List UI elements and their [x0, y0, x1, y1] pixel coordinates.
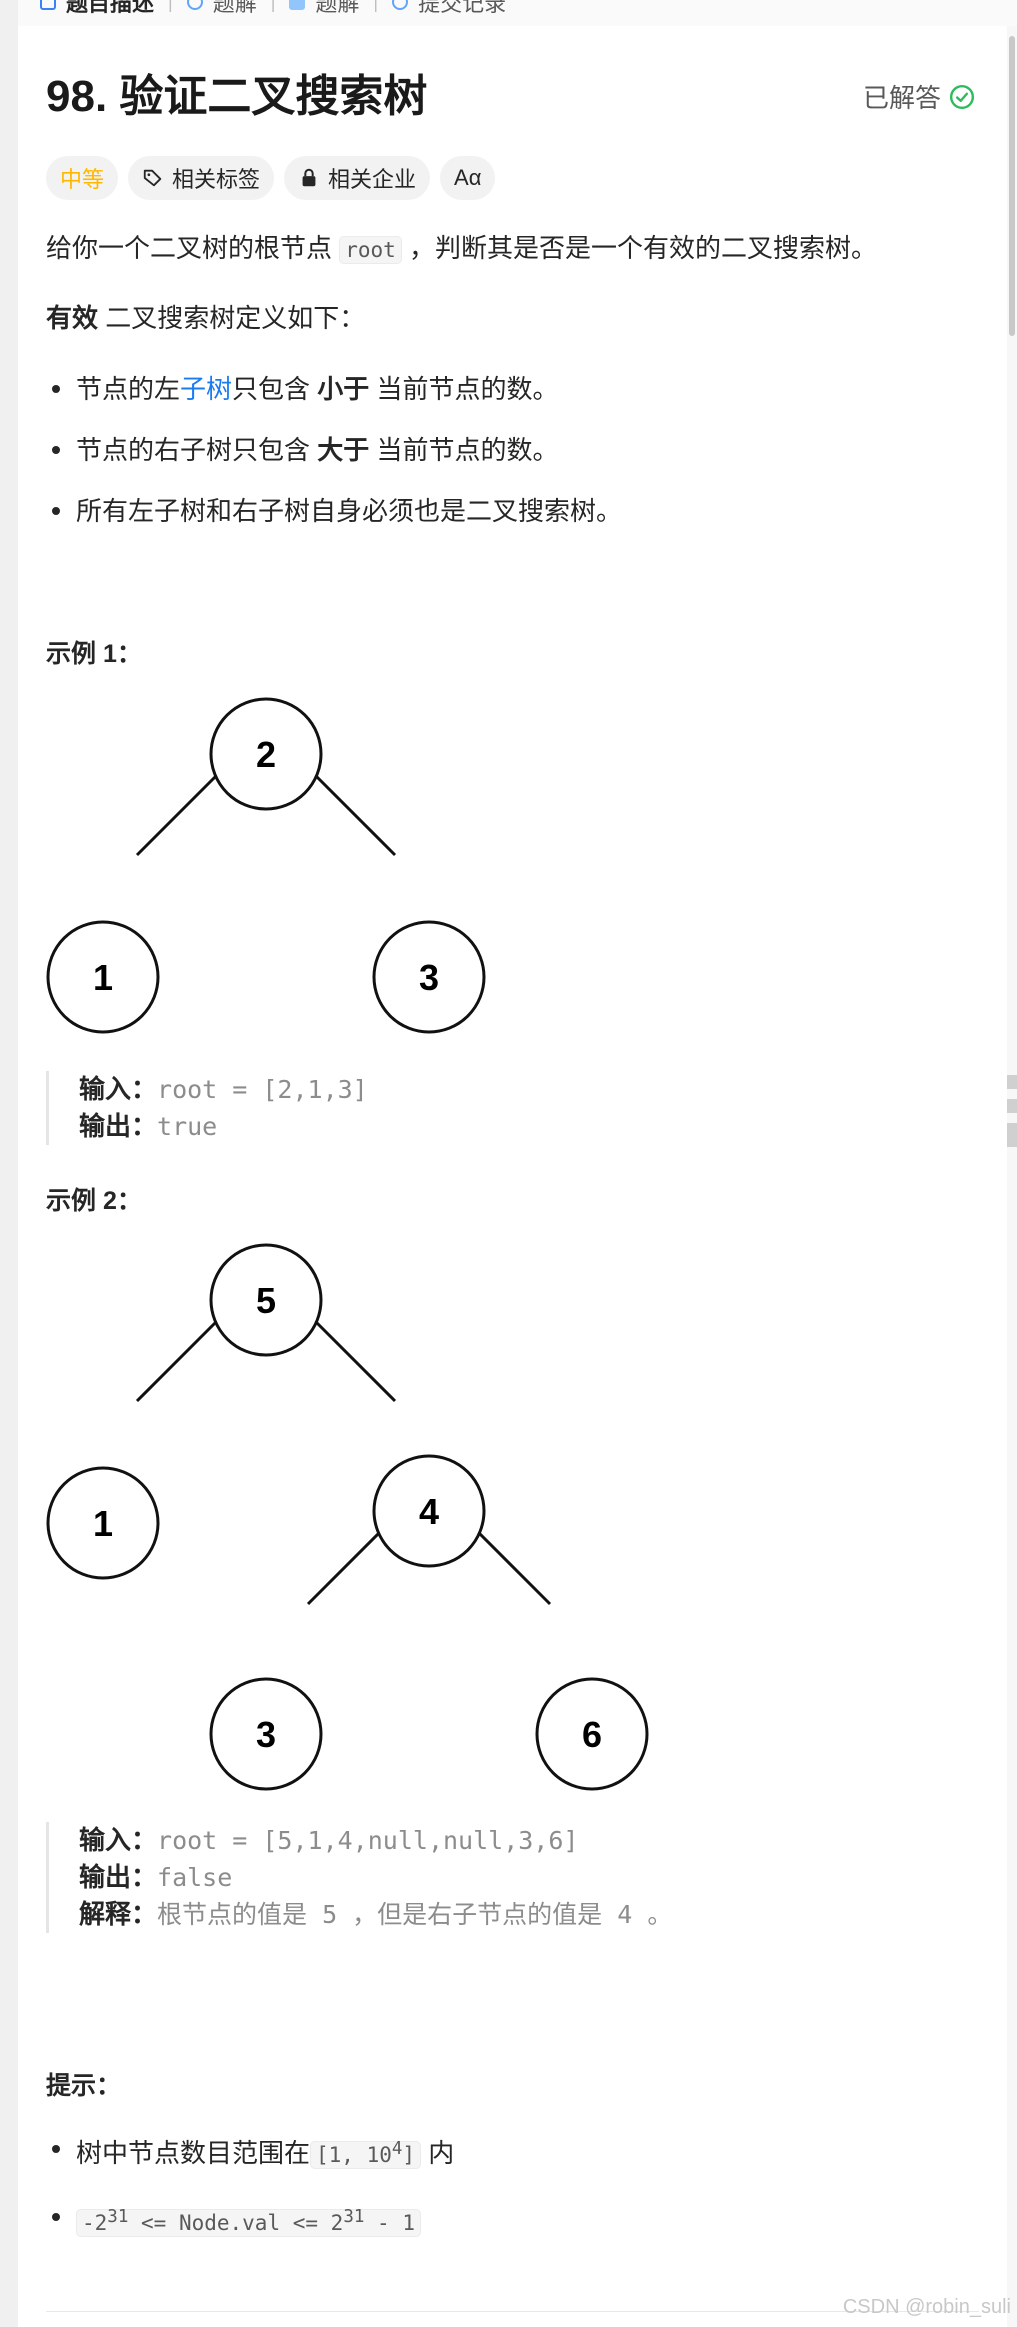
tree-node-label: 3 — [419, 957, 439, 998]
tree-node-label: 6 — [582, 1714, 602, 1755]
tree-node — [46, 1466, 160, 1580]
tag-row: 中等 相关标签 相关企业 Aα — [46, 156, 496, 200]
tab-submissions[interactable]: 提交记录 — [392, 0, 506, 18]
tree-node-label: 1 — [93, 1503, 113, 1544]
tab-solutions[interactable]: 题解 — [186, 0, 257, 18]
tree-node-label: 4 — [419, 1491, 439, 1532]
example-1-block: 输入：root = [2,1,3] 输出：true — [46, 1071, 368, 1145]
example-1-heading: 示例 1： — [46, 640, 142, 668]
solved-status: 已解答 — [863, 78, 975, 115]
problem-title[interactable]: 98. 验证二叉搜索树 — [46, 72, 428, 121]
side-marker — [1007, 1123, 1017, 1147]
list-item: 节点的左子树只包含 小于 当前节点的数。 — [46, 372, 622, 406]
tree-node — [535, 1677, 649, 1791]
lock-icon — [302, 168, 316, 187]
hints-list: 树中节点数目范围在[1, 104] 内 -231 <= Node.val <= … — [46, 2132, 454, 2240]
list-item: -231 <= Node.val <= 231 - 1 — [46, 2200, 454, 2240]
example-2-heading: 示例 2： — [46, 1187, 142, 1215]
scrollbar-thumb[interactable] — [1009, 36, 1015, 336]
side-markers — [1007, 1075, 1017, 1157]
divider — [46, 2311, 979, 2312]
history-icon — [392, 0, 409, 10]
problem-panel: 98. 验证二叉搜索树 已解答 中等 相关标签 相关企业 Aα — [18, 26, 1007, 2327]
example-2-block: 输入：root = [5,1,4,null,null,3,6] 输出：false… — [46, 1822, 672, 1933]
tree-node — [209, 697, 323, 811]
list-item: 所有左子树和右子树自身必须也是二叉搜索树。 — [46, 494, 622, 528]
tab-description[interactable]: 题目描述 — [40, 0, 154, 18]
hints-heading: 提示： — [46, 2072, 122, 2100]
range-code: [1, 104] — [310, 2139, 422, 2169]
scrollbar[interactable] — [1007, 26, 1017, 2327]
tree-node-label: 1 — [93, 957, 113, 998]
list-item: 节点的右子树只包含 大于 当前节点的数。 — [46, 433, 622, 467]
tab-separator: | — [373, 0, 379, 12]
book-icon — [289, 0, 306, 10]
tree-node-label: 5 — [256, 1280, 276, 1321]
definition-intro: 有效 二叉搜索树定义如下： — [46, 303, 366, 333]
tab-separator: | — [270, 0, 276, 12]
document-icon — [40, 0, 56, 10]
tab-separator: | — [168, 0, 173, 12]
tree-node-label: 3 — [256, 1714, 276, 1755]
flask-icon — [186, 0, 203, 10]
tree-node — [372, 1454, 486, 1568]
tag-icon — [143, 169, 162, 187]
tree-node — [46, 920, 160, 1034]
definition-list: 节点的左子树只包含 小于 当前节点的数。 节点的右子树只包含 大于 当前节点的数… — [46, 372, 622, 528]
problem-description: 给你一个二叉树的根节点 root ，判断其是否是一个有效的二叉搜索树。 — [46, 233, 878, 264]
side-marker — [1007, 1099, 1017, 1113]
translate-icon: Aα — [454, 165, 482, 190]
watermark: CSDN @robin_suli — [842, 2296, 1011, 2318]
example-2-tree-image: 5 1 4 3 6 — [46, 1242, 866, 1827]
related-tags-button[interactable]: 相关标签 — [128, 156, 275, 200]
value-range-code: -231 <= Node.val <= 231 - 1 — [76, 2207, 421, 2237]
tab-editorial[interactable]: 题解 — [289, 0, 359, 18]
translate-button[interactable]: Aα — [440, 156, 496, 200]
list-item: 树中节点数目范围在[1, 104] 内 — [46, 2132, 454, 2172]
related-companies-button[interactable]: 相关企业 — [284, 156, 431, 200]
side-marker — [1007, 1075, 1017, 1089]
tree-node — [209, 1243, 323, 1357]
subtree-link[interactable]: 子树 — [180, 374, 233, 404]
tab-bar: 题目描述 | 题解 | 题解 | 提交记录 — [18, 0, 1017, 26]
difficulty-badge: 中等 — [46, 156, 119, 200]
example-1-tree-image: 2 1 3 — [46, 696, 646, 1076]
tree-node — [209, 1677, 323, 1791]
tree-node — [372, 920, 486, 1034]
tree-node-label: 2 — [256, 734, 276, 775]
check-circle-icon — [949, 84, 975, 109]
